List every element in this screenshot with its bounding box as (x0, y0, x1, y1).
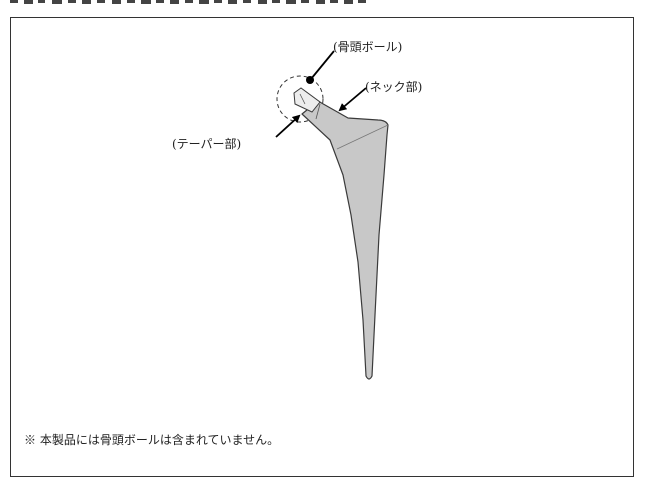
neck-band-line (315, 103, 321, 120)
exclusion-footnote: ※ 本製品には骨頭ボールは含まれていません。 (24, 433, 280, 447)
neck-part-label: (ネック部) (365, 80, 423, 94)
ball-leader-line (310, 50, 335, 80)
stem-shoulder-line (336, 124, 389, 150)
hip-stem-diagram (275, 50, 389, 380)
stem-body (301, 100, 389, 380)
cropped-header-glyphs (10, 0, 366, 4)
femoral-head-ball-label: (骨頭ボール) (333, 40, 403, 54)
taper-arrow (275, 114, 301, 138)
taper-part-label: (テーパー部) (172, 137, 242, 151)
cropped-header-text (0, 0, 647, 8)
neck-arrow (338, 87, 367, 112)
taper-detail-line (299, 93, 306, 105)
taper-trunnion (293, 87, 321, 113)
